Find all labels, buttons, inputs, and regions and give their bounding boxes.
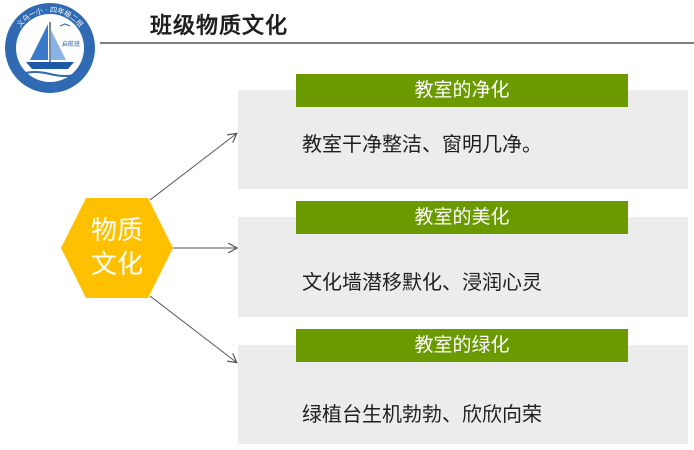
card-header-beautification: 教室的美化: [296, 201, 628, 234]
arrow-to-card-1: [149, 134, 236, 201]
card-text-greening: 绿植台生机勃勃、欣欣向荣: [302, 402, 542, 426]
card-text-beautification: 文化墙潜移默化、浸润心灵: [302, 270, 542, 294]
page-title: 班级物质文化: [150, 14, 289, 39]
card-header-greening: 教室的绿化: [296, 329, 628, 362]
hub-hexagon: [61, 198, 173, 298]
card-header-cleanliness: 教室的净化: [296, 74, 628, 107]
hub-label: 物质 文化: [61, 214, 173, 282]
logo-sail-text: 启航班: [62, 40, 80, 48]
class-logo: 义乌一小 · 四年级二班 启航班: [5, 3, 95, 93]
arrow-to-card-3: [149, 295, 236, 362]
hub-label-line1: 物质: [90, 216, 143, 246]
title-divider: [100, 42, 694, 44]
hub-label-line2: 文化: [90, 250, 143, 280]
card-text-cleanliness: 教室干净整洁、窗明几净。: [302, 132, 542, 156]
